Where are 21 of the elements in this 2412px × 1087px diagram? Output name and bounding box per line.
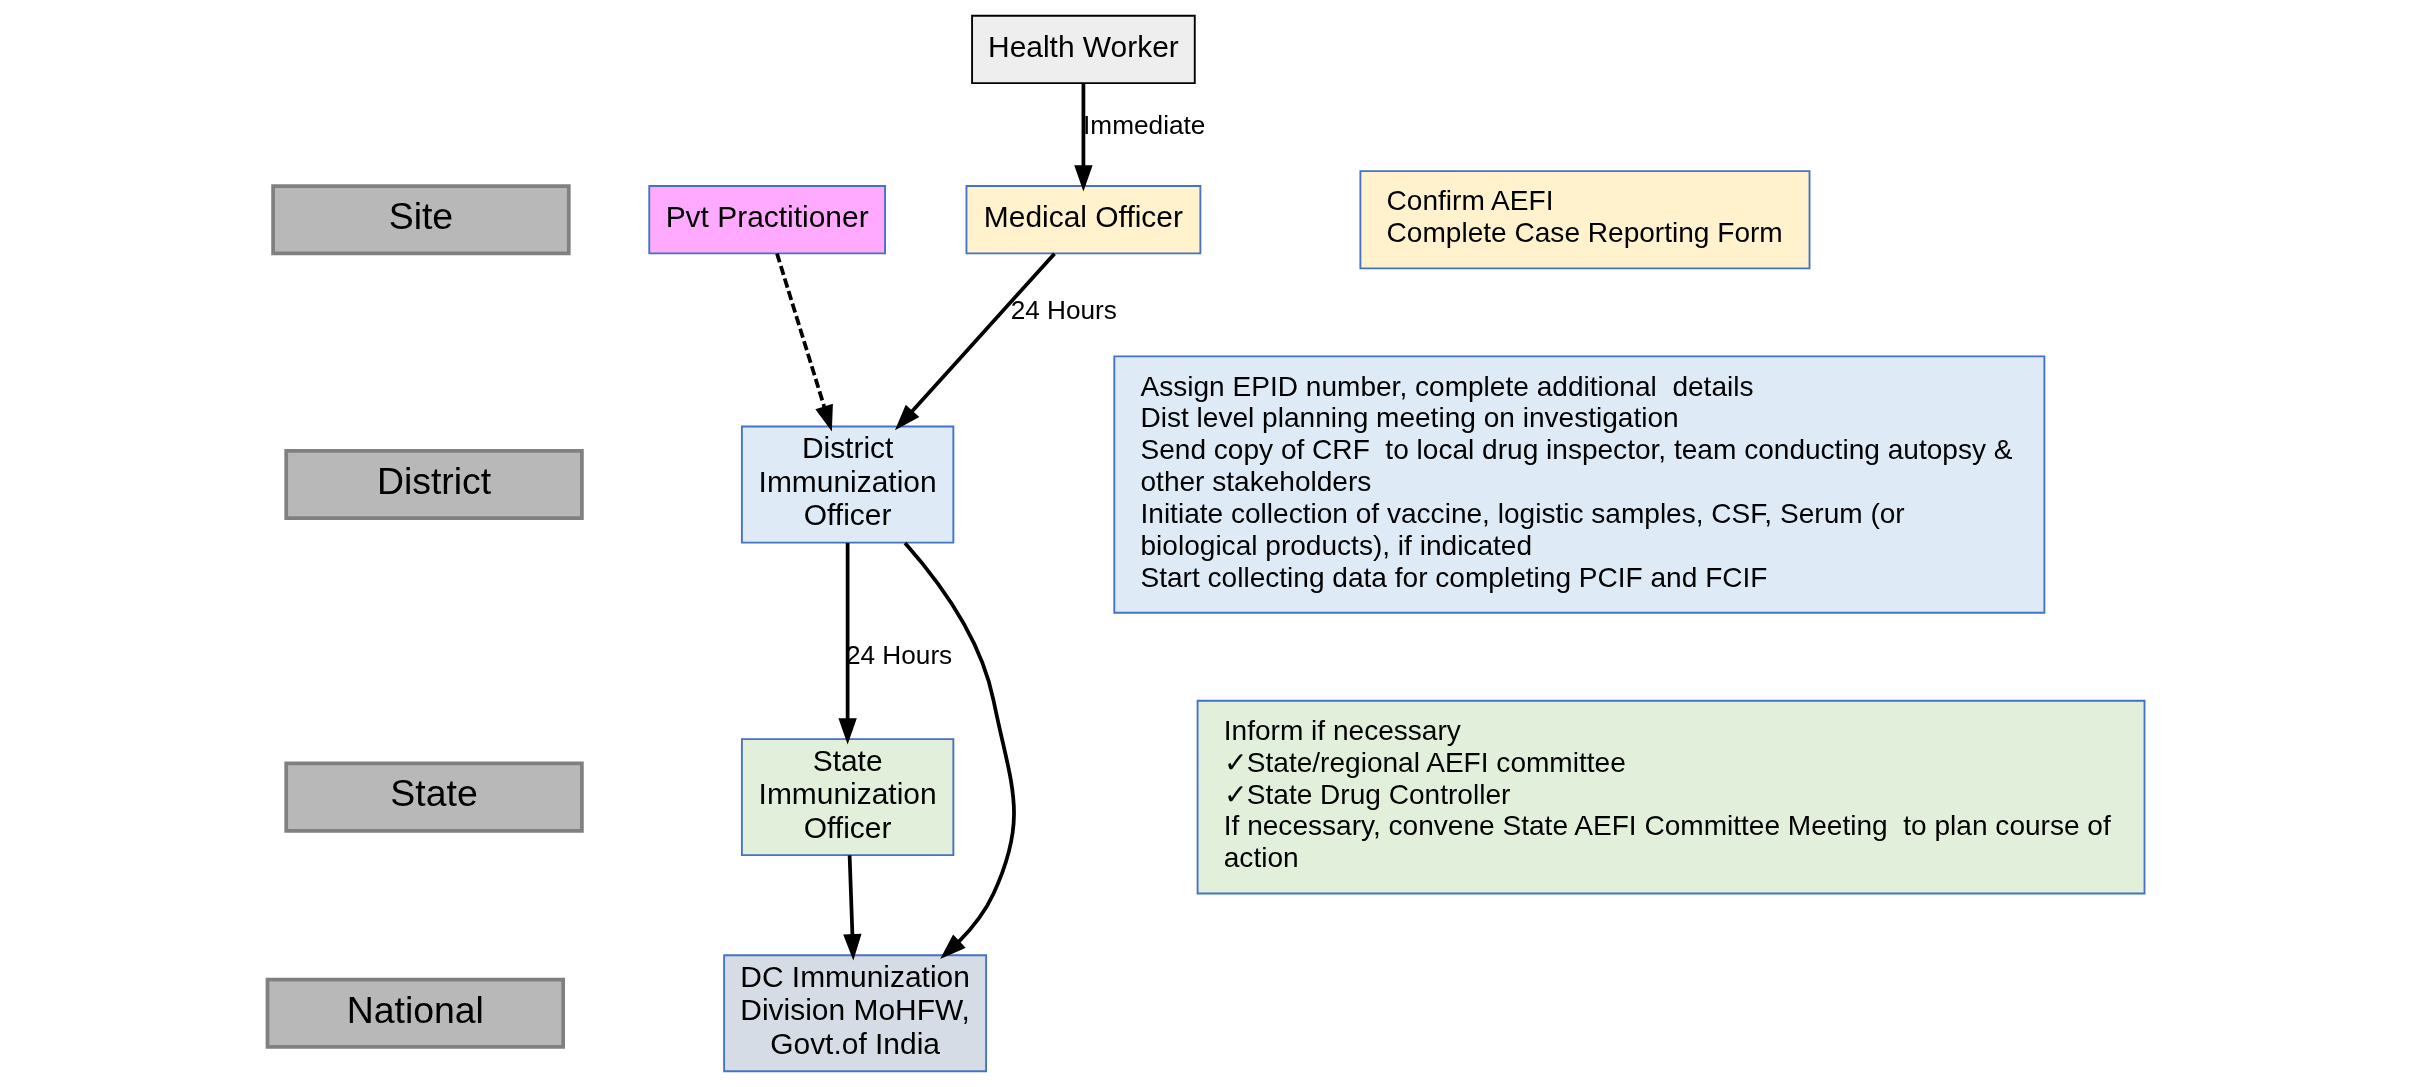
node-box: Assign EPID number, complete additional details Dist level planning meeting on investigation Send copy of CRF to local drug inspector, team conducting autopsy & other stakeholders Initiate collection of vaccine, logistic samples, CSF, Serum (or biological products), if indicated Start collecting data for completing PCIF and FCIF — [1113, 355, 2046, 614]
arrow — [843, 855, 862, 961]
node-box: State Immunization Officer — [740, 738, 955, 857]
edge-label: 24 Hours — [1010, 295, 1117, 326]
node-box: State — [284, 761, 584, 833]
node-box: Inform if necessary ✓State/regional AEFI committee ✓State Drug Controller If necessary, convene State AEFI Committee Meeting to plan course of action — [1196, 699, 2146, 895]
edge-label: Immediate — [1083, 110, 1206, 141]
node-box: District Immunization Officer — [740, 425, 955, 544]
node-box: DC Immunization Division MoHFW, Govt.of India — [723, 954, 988, 1073]
node-box: Site — [271, 184, 571, 256]
node-box: Confirm AEFI Complete Case Reporting Form — [1359, 170, 1811, 270]
node-box: Pvt Practitioner — [648, 185, 886, 255]
node-box: District — [284, 449, 584, 521]
arrow — [838, 543, 857, 745]
node-box: Medical Officer — [965, 185, 1202, 255]
arrow — [1074, 83, 1093, 192]
node-box: Health Worker — [971, 14, 1196, 85]
arrow — [903, 541, 1016, 960]
arrow — [775, 253, 833, 432]
arrow — [894, 252, 1056, 431]
node-box: National — [265, 977, 566, 1049]
